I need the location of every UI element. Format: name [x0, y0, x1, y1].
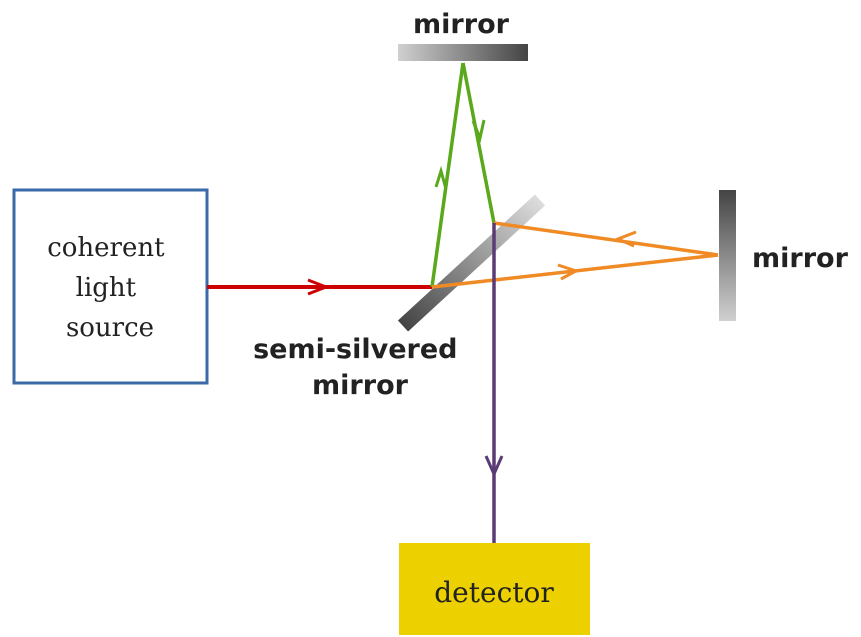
semi-silvered-mirror [397, 194, 546, 332]
right-mirror [719, 190, 736, 321]
svg-text:coherent light source: coherent light source [47, 233, 173, 343]
top-mirror-label: mirror [413, 9, 510, 40]
source-beam-arrow [307, 278, 331, 296]
output-beam-arrow [484, 455, 504, 478]
detector-label: detector [434, 576, 554, 609]
horizontal-arm-arrow-back [614, 230, 637, 248]
light-source-label-line1: coherent [47, 233, 165, 263]
svg-text:semi-silvered mirror: semi-silvered mirror [253, 334, 467, 401]
light-source-label-line2: light [76, 273, 137, 303]
vertical-arm-arrow-down [471, 119, 486, 143]
horizontal-arm-arrow-out [557, 263, 580, 281]
vertical-arm-beam-down [461, 62, 496, 224]
light-source-box [12, 188, 209, 385]
light-source-label-line3: source [66, 313, 154, 343]
top-mirror [398, 44, 528, 61]
splitter-label-line2: mirror [312, 370, 409, 401]
vertical-arm-beam-up [430, 62, 465, 288]
right-mirror-label: mirror [752, 243, 849, 274]
vertical-arm-arrow-up [434, 165, 448, 190]
detector-box [399, 543, 590, 635]
horizontal-arm-beam-back [493, 221, 719, 257]
splitter-label-line1: semi-silvered [253, 334, 457, 365]
